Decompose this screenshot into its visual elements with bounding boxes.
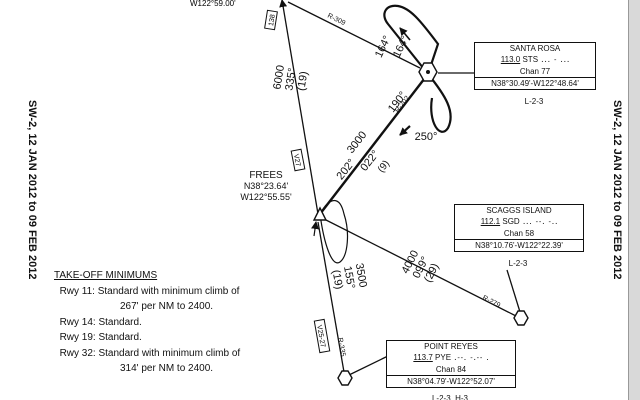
navaid-chan: Chan 58: [503, 229, 535, 238]
navaid-coords: N38°10.76'-W122°22.39': [455, 239, 583, 251]
edition-label-left: SW-2, 12 JAN 2012 to 09 FEB 2012: [26, 100, 38, 280]
frees-fix-icon: [312, 206, 328, 221]
airway-v25-27-box: V25-27: [313, 318, 331, 354]
sts-vortac-icon: [418, 62, 438, 82]
navaid-coords: N38°30.49'-W122°48.64': [475, 77, 595, 89]
hold-164-b: 164°: [391, 34, 411, 60]
leg-sts-alt: 3000: [345, 129, 370, 156]
route-frees-sgd: [325, 219, 517, 317]
svg-text:138: 138: [268, 14, 277, 27]
takeoff-row: Rwy 14: Standard.: [59, 316, 142, 328]
leg-sts-dist: (9): [376, 158, 392, 174]
takeoff-minimums: TAKE-OFF MINIMUMS Rwy 11: Standard with …: [54, 268, 240, 377]
leg-pye-course: 155°: [341, 265, 357, 290]
label-r309: R-309: [326, 13, 346, 28]
navaid-freq: 113.0: [500, 55, 521, 64]
morse-code: ... --. -..: [521, 218, 558, 226]
route-sgd-link: [506, 269, 521, 313]
navaid-ref-scaggs-island: L-2-3: [508, 259, 528, 268]
navaid-chan: Chan 84: [435, 365, 467, 374]
route-r309: [287, 1, 421, 69]
airway-138-box: 138: [264, 9, 278, 31]
takeoff-row-cont: 314' per NM to 2400.: [120, 363, 214, 374]
navaid-box-point-reyes: POINT REYES 113.7 PYE .--. -.-- . Chan 8…: [386, 340, 516, 388]
svg-text:V25-27: V25-27: [315, 325, 326, 349]
frees-hold-arrow: [311, 221, 319, 237]
fix-frees-name: FREES: [249, 170, 283, 181]
takeoff-row-cont: 267' per NM to 2400.: [120, 301, 214, 312]
leg-pye-dist: (19): [330, 269, 345, 290]
navaid-coords: N38°04.79'-W122°52.07': [387, 375, 515, 387]
course-250: 250°: [415, 131, 438, 143]
navaid-ident: PYE: [435, 353, 452, 362]
morse-code: .--. -.-- .: [453, 354, 489, 362]
sts-procedure-turn: [427, 73, 452, 133]
navaid-name: SCAGGS ISLAND: [486, 206, 552, 215]
takeoff-row: Rwy 32: Standard with minimum climb of: [59, 347, 241, 359]
top-coordinate: W122°59.00': [190, 0, 236, 8]
route-frees-pye: [317, 221, 345, 373]
navaid-freq: 113.7: [413, 353, 433, 362]
navaid-name: POINT REYES: [424, 342, 478, 351]
navaid-chan: Chan 77: [519, 67, 551, 76]
navaid-box-scaggs-island: SCAGGS ISLAND 112.1 SGD ... --. -.. Chan…: [454, 204, 584, 252]
svg-text:V27: V27: [292, 153, 301, 167]
morse-code: ... - ...: [540, 56, 570, 64]
navaid-name: SANTA ROSA: [509, 44, 561, 53]
route-frees-sts: [319, 73, 429, 215]
navaid-ref-santa-rosa: L-2-3: [524, 97, 544, 106]
leg-north-alt: 6000: [271, 64, 287, 90]
holding-inbound-arrow: [399, 27, 411, 41]
fix-frees-lon: W122°55.55': [240, 192, 292, 202]
fix-frees: FREES N38°23.64' W122°55.55': [226, 170, 306, 203]
sgd-vortac-icon: [513, 310, 529, 326]
airway-v27-box: V27: [290, 148, 306, 172]
page-edge: [628, 0, 640, 400]
holding-pattern-frees: [319, 199, 349, 264]
navaid-box-santa-rosa: SANTA ROSA 113.0 STS ... - ... Chan 77 N…: [474, 42, 596, 90]
holding-pattern-sts: [383, 4, 440, 75]
navaid-ident: SGD: [502, 217, 520, 226]
pye-vortac-icon: [337, 370, 353, 386]
edition-label-right: SW-2, 12 JAN 2012 to 09 FEB 2012: [611, 100, 623, 280]
takeoff-row: Rwy 11: Standard with minimum climb of: [59, 285, 240, 297]
hold-164-a: 164°: [373, 34, 393, 60]
navaid-ref-point-reyes: L-2-3, H-3: [431, 394, 468, 400]
label-r279: R-279: [481, 295, 501, 310]
leg-north-course: 335°: [283, 67, 298, 91]
route-frees-north: [279, 0, 319, 215]
takeoff-row: Rwy 19: Standard.: [59, 332, 142, 343]
leg-north-dist: (19): [295, 70, 310, 91]
leg-pye-alt: 3500: [353, 262, 369, 288]
takeoff-minimums-title: TAKE-OFF MINIMUMS: [54, 270, 158, 281]
navaid-freq: 112.1: [480, 217, 501, 226]
navaid-ident: STS: [522, 55, 539, 64]
fix-frees-lat: N38°23.64': [243, 181, 289, 191]
route-sts-250: [399, 125, 411, 136]
route-pye-link: [348, 355, 389, 376]
label-r335: R-335: [336, 337, 346, 357]
